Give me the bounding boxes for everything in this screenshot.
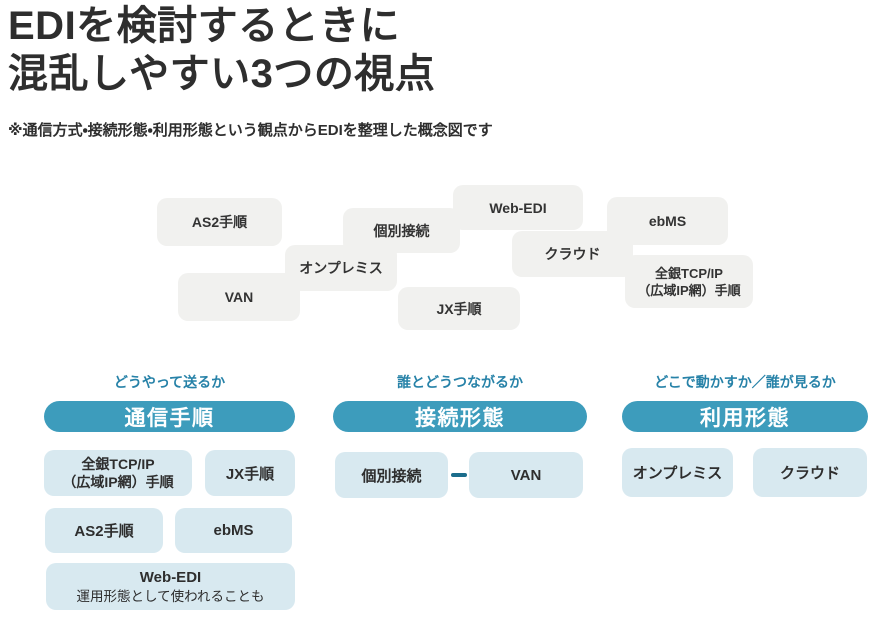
page-title-line2: 混乱しやすい3つの視点 <box>8 52 436 96</box>
item-zengin-tcpip: 全銀TCP/IP （広域IP網）手順 <box>44 450 192 496</box>
question-communication: どうやって送るか <box>113 374 226 390</box>
item-cloud: クラウド <box>753 448 867 497</box>
item-web-edi: Web-EDI 運用形態として使われることも <box>46 563 295 610</box>
cloud-box-as2: AS2手順 <box>157 198 282 246</box>
cloud-box-jx: JX手順 <box>398 287 520 330</box>
item-jx: JX手順 <box>205 450 295 496</box>
cloud-box-web-edi: Web-EDI <box>453 185 583 230</box>
question-usage: どこで動かすか／誰が見るか <box>654 374 836 390</box>
cloud-box-zengin-tcpip: 全銀TCP/IP（広域IP網）手順 <box>625 255 753 308</box>
page-title: EDIを検討するときに混乱しやすい3つの視点 <box>8 2 435 98</box>
question-connection: 誰とどうつながるか <box>397 374 523 390</box>
item-zengin-line1: 全銀TCP/IP <box>81 456 155 472</box>
connector-line <box>451 473 467 477</box>
item-as2: AS2手順 <box>45 508 163 553</box>
cloud-box-onpremise: オンプレミス <box>285 245 397 291</box>
item-van: VAN <box>469 452 583 498</box>
zengin-line1: 全銀TCP/IP <box>655 265 723 281</box>
page-subtitle: ※通信方式・接続形態・利用形態という観点からEDIを整理した概念図です <box>8 122 493 139</box>
heading-connection: 接続形態 <box>333 401 587 432</box>
item-individual-connection: 個別接続 <box>335 452 448 498</box>
cloud-box-cloud: クラウド <box>512 231 633 277</box>
heading-communication: 通信手順 <box>44 401 295 432</box>
page-title-line1: EDIを検討するときに <box>8 4 401 48</box>
item-ebms: ebMS <box>175 508 292 553</box>
item-web-edi-label: Web-EDI <box>139 568 202 586</box>
item-web-edi-note: 運用形態として使われることも <box>76 588 265 604</box>
item-zengin-line2: （広域IP網）手順 <box>62 474 174 490</box>
zengin-line2: （広域IP網）手順 <box>637 282 741 298</box>
heading-usage: 利用形態 <box>622 401 868 432</box>
cloud-box-van: VAN <box>178 273 300 321</box>
item-onpremise: オンプレミス <box>622 448 733 497</box>
